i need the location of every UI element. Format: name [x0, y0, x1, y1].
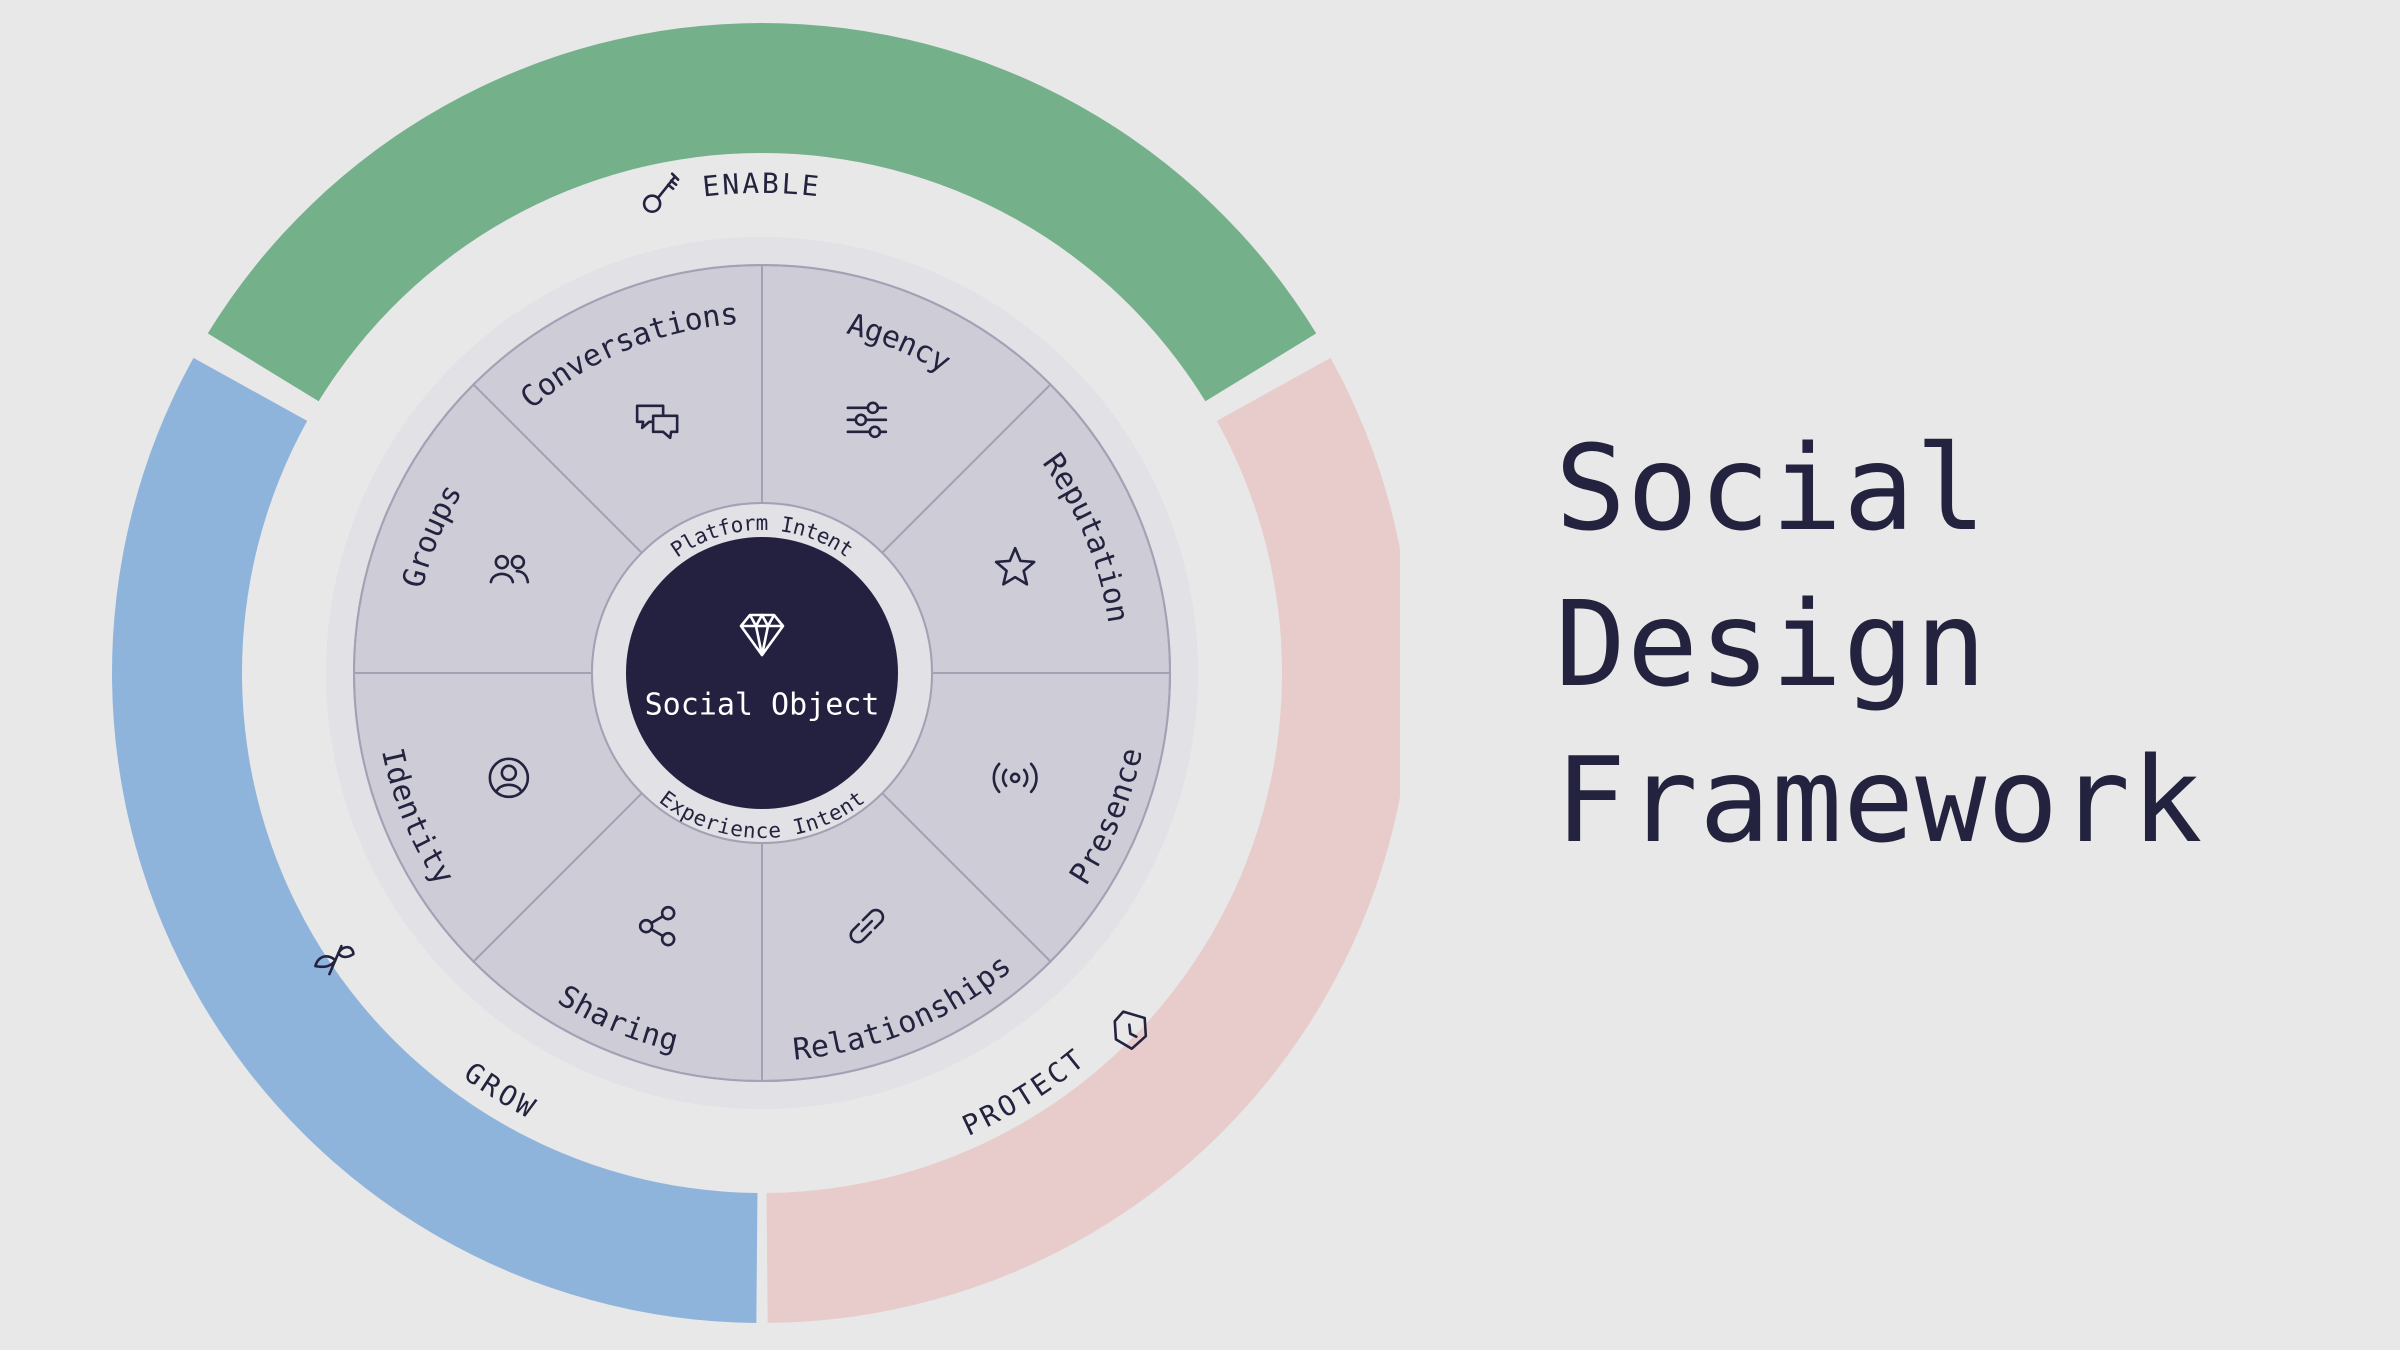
page-title: Social Design Framework — [1555, 410, 2203, 878]
share-icon — [638, 905, 676, 947]
enable-arc-label: ENABLE — [701, 166, 823, 203]
title-line-2: Design — [1555, 575, 1988, 713]
title-line-3: Framework — [1555, 731, 2204, 869]
user-circle-icon — [488, 757, 530, 799]
chat-bubbles-icon — [635, 404, 679, 440]
shield-icon — [1113, 1010, 1148, 1051]
protect-arc — [766, 357, 1400, 1323]
diamond-icon — [739, 613, 785, 657]
users-icon — [489, 554, 530, 584]
sliders-icon — [846, 401, 888, 439]
enable-arc — [207, 22, 1317, 402]
link-icon — [849, 908, 885, 944]
social-object-core[interactable] — [626, 537, 898, 809]
broadcast-icon — [992, 762, 1038, 794]
sprout-icon — [314, 944, 355, 976]
star-icon — [994, 546, 1036, 586]
social-object-label: Social Object — [645, 688, 880, 723]
grow-arc — [111, 357, 758, 1323]
title-line-1: Social — [1555, 419, 1988, 557]
key-icon — [642, 172, 680, 214]
